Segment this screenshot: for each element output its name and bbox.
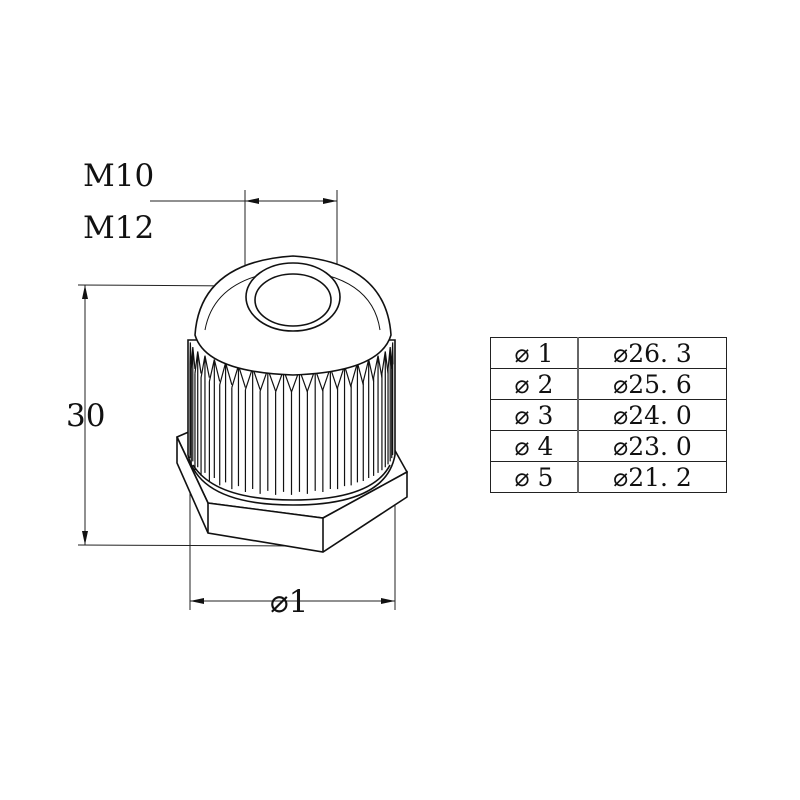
table-row: ⌀ 5⌀21. 2: [490, 461, 727, 493]
dimension-lines: [77, 190, 396, 610]
diameter-table: ⌀ 1⌀26. 3 ⌀ 2⌀25. 6 ⌀ 3⌀24. 0 ⌀ 4⌀23. 0 …: [490, 337, 727, 493]
table-value: ⌀23. 0: [577, 430, 727, 462]
knurl-ridge: [200, 355, 210, 476]
table-row: ⌀ 1⌀26. 3: [490, 337, 727, 369]
table-row: ⌀ 4⌀23. 0: [490, 430, 727, 462]
table-key: ⌀ 2: [490, 368, 579, 400]
knurl-ridge: [381, 351, 389, 471]
table-value: ⌀24. 0: [577, 399, 727, 431]
knurl-ridge: [391, 342, 394, 459]
knurl-ridge: [190, 346, 196, 465]
table-key: ⌀ 4: [490, 430, 579, 462]
table-key: ⌀ 1: [490, 337, 579, 369]
table-value: ⌀26. 3: [577, 337, 727, 369]
cap-hole-inner: [254, 273, 332, 327]
table-key: ⌀ 3: [490, 399, 579, 431]
gland-body: [175, 255, 409, 553]
knurl-ridge: [208, 359, 221, 481]
table-row: ⌀ 3⌀24. 0: [490, 399, 727, 431]
table-value: ⌀25. 6: [577, 368, 727, 400]
thread-label-m10: M10: [83, 158, 155, 194]
knurl-ridge: [189, 342, 192, 459]
knurl-ridge: [387, 346, 393, 465]
table-key: ⌀ 5: [490, 461, 579, 493]
table-row: ⌀ 2⌀25. 6: [490, 368, 727, 400]
knurl-ridge: [194, 351, 202, 471]
hex-sides: [176, 436, 408, 553]
knurl-ridge: [373, 355, 383, 476]
height-label: 30: [66, 398, 106, 434]
table-value: ⌀21. 2: [577, 461, 727, 493]
thread-label-m12: M12: [83, 210, 155, 246]
diameter-label: ⌀1: [270, 584, 309, 620]
